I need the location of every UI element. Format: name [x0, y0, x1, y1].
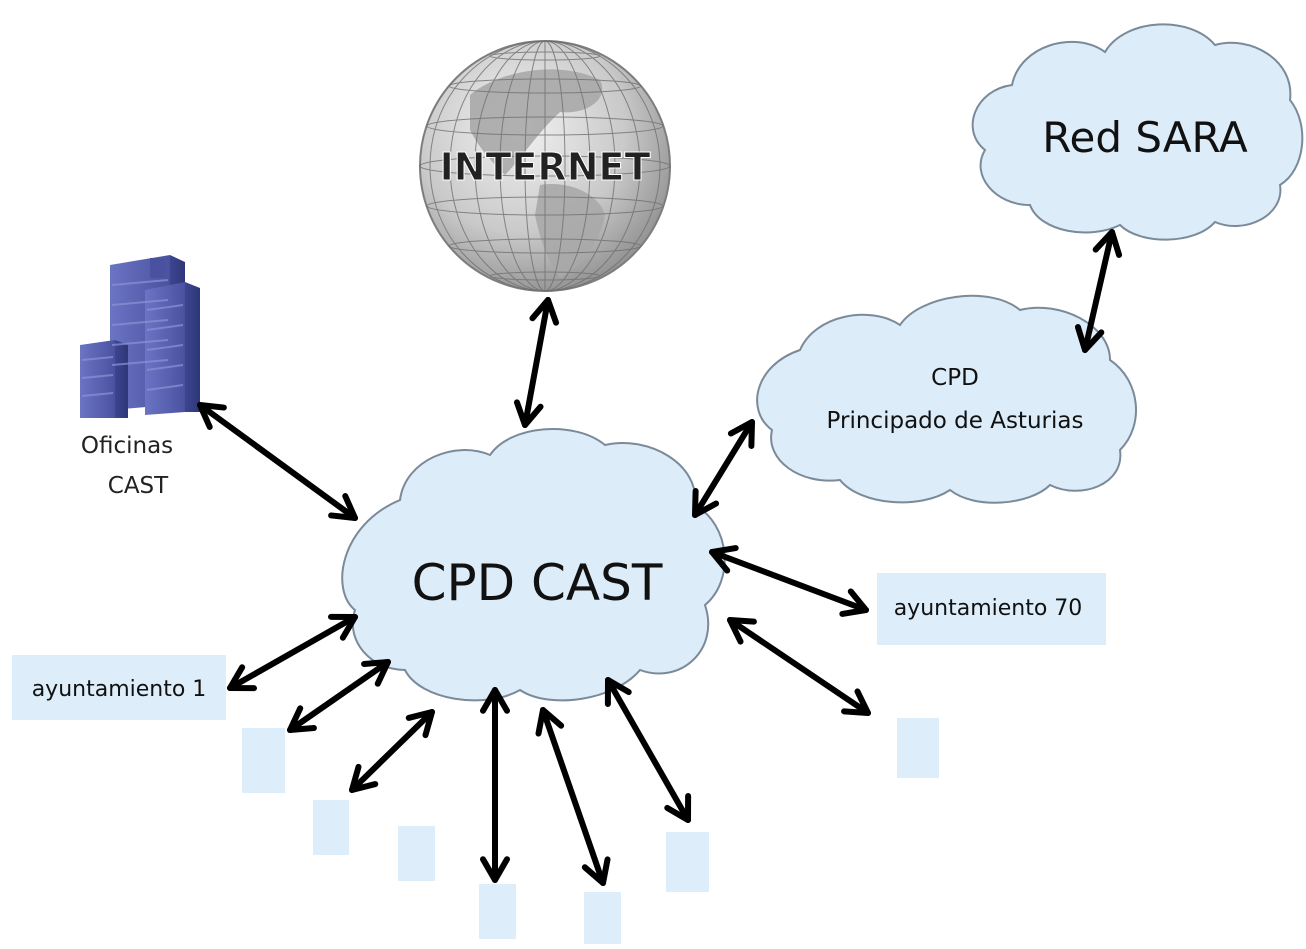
- arrowhead: [197, 402, 227, 430]
- arrow-shaft: [197, 402, 358, 521]
- connection-arrows: [197, 229, 1123, 886]
- cpd-asturias-label-1: CPD: [931, 365, 979, 391]
- arrowhead: [841, 688, 871, 716]
- arrowhead: [227, 664, 257, 692]
- internet-globe-icon: INTERNET: [419, 40, 671, 292]
- connection-arrow: [287, 659, 391, 733]
- unlabeled-box: [584, 892, 621, 944]
- arrowhead: [480, 687, 510, 714]
- ayuntamiento-1-box: ayuntamiento 1: [12, 655, 226, 720]
- arrow-shaft: [709, 549, 869, 613]
- arrowhead: [361, 659, 391, 687]
- ayuntamiento-70-box: ayuntamiento 70: [877, 573, 1106, 645]
- arrowhead: [664, 793, 692, 823]
- arrowhead: [535, 707, 565, 737]
- arrow-shaft: [349, 709, 435, 793]
- arrowhead: [727, 617, 757, 645]
- arrowhead: [692, 488, 720, 518]
- arrow-shaft: [727, 617, 871, 716]
- arrowhead: [727, 419, 755, 449]
- connection-arrow: [1074, 229, 1123, 353]
- ayuntamiento-70-label: ayuntamiento 70: [894, 596, 1083, 621]
- unlabeled-box: [313, 800, 349, 855]
- unlabeled-box: [666, 832, 709, 892]
- arrowhead: [287, 705, 317, 733]
- cpd-cast-cloud: CPD CAST: [341, 428, 726, 702]
- arrowhead: [529, 297, 560, 326]
- cpd-cast-label: CPD CAST: [412, 554, 663, 612]
- connection-arrow: [197, 402, 358, 521]
- connection-arrow: [535, 707, 611, 886]
- arrow-shaft: [522, 297, 551, 428]
- unlabeled-box: [242, 728, 285, 793]
- unlabeled-box: [398, 826, 435, 881]
- internet-label: INTERNET: [440, 145, 651, 189]
- arrow-shaft: [540, 707, 606, 886]
- connection-arrow: [227, 613, 358, 692]
- arrowhead: [349, 763, 379, 793]
- connection-arrow: [513, 297, 560, 428]
- unlabeled-box: [479, 884, 516, 939]
- unlabeled-boxes: [242, 718, 939, 944]
- oficinas-label-2: CAST: [108, 473, 169, 499]
- connection-arrow: [692, 419, 755, 518]
- arrow-shaft: [1082, 229, 1115, 353]
- arrowhead: [328, 493, 358, 521]
- arrow-shaft: [605, 677, 691, 823]
- red-sara-label: Red SARA: [1042, 113, 1248, 162]
- building-icon: Oficinas CAST: [80, 255, 200, 499]
- red-sara-cloud: Red SARA: [971, 23, 1304, 241]
- arrowhead: [513, 399, 544, 428]
- unlabeled-box: [897, 718, 939, 778]
- arrowhead: [480, 856, 510, 883]
- arrowhead: [1074, 324, 1105, 353]
- arrowhead: [581, 856, 611, 886]
- cpd-asturias-label-2: Principado de Asturias: [827, 408, 1084, 434]
- arrowhead: [328, 613, 358, 641]
- arrowhead: [709, 545, 739, 574]
- oficinas-label-1: Oficinas: [81, 433, 173, 459]
- ayuntamiento-1-label: ayuntamiento 1: [32, 677, 207, 702]
- connection-arrow: [349, 709, 435, 793]
- arrow-shaft: [227, 614, 358, 691]
- connection-arrow: [604, 677, 692, 823]
- connection-arrow: [480, 687, 510, 883]
- arrowhead: [405, 709, 435, 739]
- connection-arrow: [709, 545, 869, 617]
- connection-arrow: [727, 617, 871, 716]
- arrow-shaft: [692, 419, 755, 518]
- arrowhead: [1092, 229, 1123, 258]
- cpd-asturias-cloud: CPD Principado de Asturias: [756, 294, 1137, 504]
- arrow-shaft: [287, 659, 391, 733]
- arrowhead: [839, 588, 869, 617]
- arrowhead: [604, 677, 632, 707]
